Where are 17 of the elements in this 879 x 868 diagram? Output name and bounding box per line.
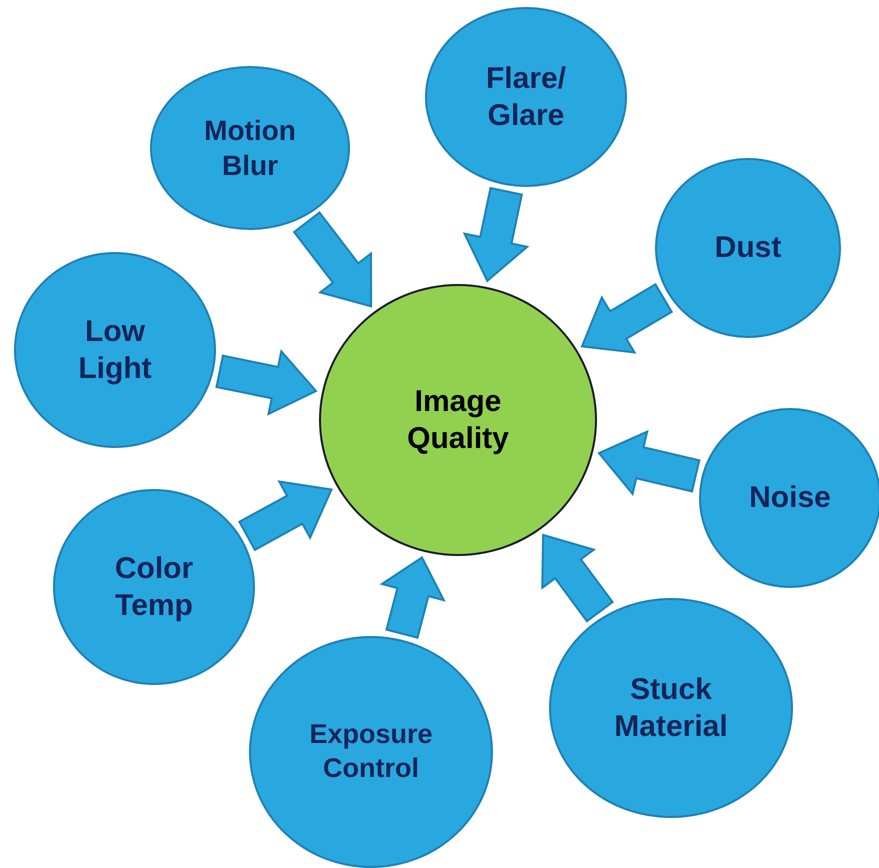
block-arrow [462, 186, 530, 282]
circle-label: Motion Blur [203, 114, 297, 183]
block-arrow [379, 556, 446, 639]
circle-label: Low Light [77, 314, 153, 387]
block-arrow [580, 282, 674, 354]
block-arrow [292, 211, 372, 308]
circle-label: Stuck Material [613, 672, 729, 745]
block-arrow [541, 534, 614, 623]
circle-label: Flare/ Glare [484, 60, 568, 134]
circle-label: Color Temp [114, 550, 194, 624]
block-arrow [597, 430, 700, 496]
circle-label: Dust [714, 230, 782, 266]
circle-label: Image Quality [406, 384, 510, 457]
block-arrow [215, 349, 318, 416]
block-arrow [238, 480, 333, 552]
circle-label: Exposure Control [308, 718, 434, 785]
circle-label: Noise [749, 480, 831, 516]
